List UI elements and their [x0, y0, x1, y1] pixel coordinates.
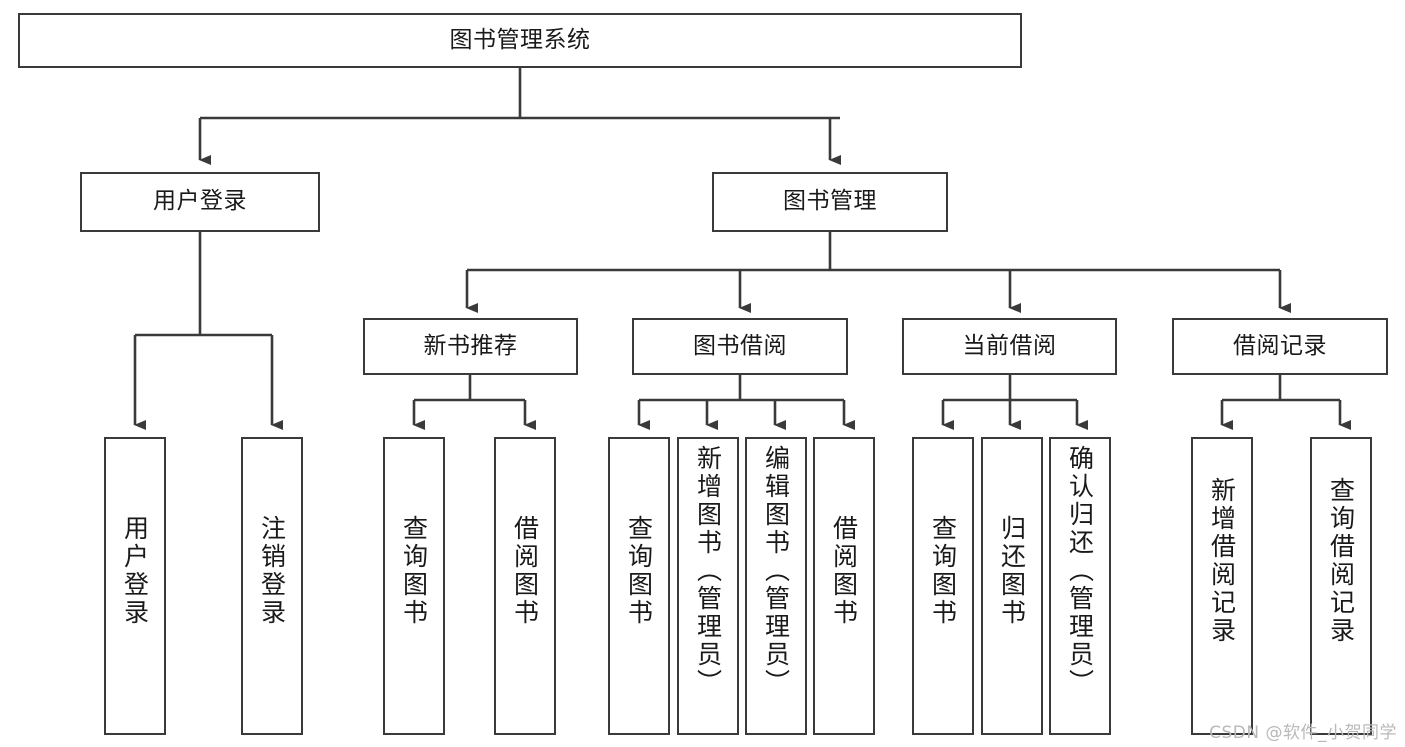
leaf-borrow-book-1[interactable]: 借阅图书: [494, 437, 556, 735]
leaf-logout-label: 注销登录: [257, 515, 287, 627]
node-current-borrow[interactable]: 当前借阅: [902, 318, 1117, 375]
node-book-management-label: 图书管理: [783, 188, 877, 215]
leaf-add-borrow-record-label: 新增借阅记录: [1207, 477, 1237, 645]
leaf-add-book-label: 新增图书（管理员）: [693, 445, 723, 697]
leaf-add-borrow-record[interactable]: 新增借阅记录: [1191, 437, 1253, 735]
leaf-query-book-2-label: 查询图书: [624, 515, 654, 627]
node-user-login[interactable]: 用户登录: [80, 172, 320, 232]
node-root-label: 图书管理系统: [449, 26, 591, 53]
leaf-logout[interactable]: 注销登录: [241, 437, 303, 735]
leaf-user-login[interactable]: 用户登录: [104, 437, 166, 735]
node-new-book-recommend-label: 新书推荐: [423, 332, 518, 359]
leaf-borrow-book-2[interactable]: 借阅图书: [813, 437, 875, 735]
csdn-watermark: CSDN @软件_小贺同学: [1209, 723, 1397, 743]
leaf-query-book-3[interactable]: 查询图书: [912, 437, 974, 735]
node-book-borrow-label: 图书借阅: [693, 332, 787, 359]
node-borrow-record-label: 借阅记录: [1233, 332, 1327, 359]
leaf-return-book[interactable]: 归还图书: [981, 437, 1043, 735]
leaf-query-book-1-label: 查询图书: [399, 515, 429, 627]
node-user-login-label: 用户登录: [153, 188, 247, 215]
leaf-query-book-1[interactable]: 查询图书: [383, 437, 445, 735]
leaf-query-book-2[interactable]: 查询图书: [608, 437, 670, 735]
leaf-return-book-label: 归还图书: [997, 515, 1027, 627]
leaf-confirm-return-label: 确认归还（管理员）: [1065, 445, 1095, 697]
leaf-query-borrow-record-label: 查询借阅记录: [1326, 477, 1356, 645]
node-new-book-recommend[interactable]: 新书推荐: [363, 318, 578, 375]
node-book-management[interactable]: 图书管理: [712, 172, 948, 232]
node-borrow-record[interactable]: 借阅记录: [1172, 318, 1388, 375]
leaf-add-book[interactable]: 新增图书（管理员）: [677, 437, 739, 735]
node-current-borrow-label: 当前借阅: [962, 332, 1057, 359]
node-root[interactable]: 图书管理系统: [18, 13, 1022, 68]
leaf-query-borrow-record[interactable]: 查询借阅记录: [1310, 437, 1372, 735]
leaf-query-book-3-label: 查询图书: [928, 515, 958, 627]
leaf-confirm-return[interactable]: 确认归还（管理员）: [1049, 437, 1111, 735]
leaf-edit-book[interactable]: 编辑图书（管理员）: [745, 437, 807, 735]
leaf-borrow-book-1-label: 借阅图书: [510, 515, 540, 627]
node-book-borrow[interactable]: 图书借阅: [632, 318, 848, 375]
leaf-edit-book-label: 编辑图书（管理员）: [761, 445, 791, 697]
leaf-user-login-label: 用户登录: [120, 515, 150, 627]
leaf-borrow-book-2-label: 借阅图书: [829, 515, 859, 627]
